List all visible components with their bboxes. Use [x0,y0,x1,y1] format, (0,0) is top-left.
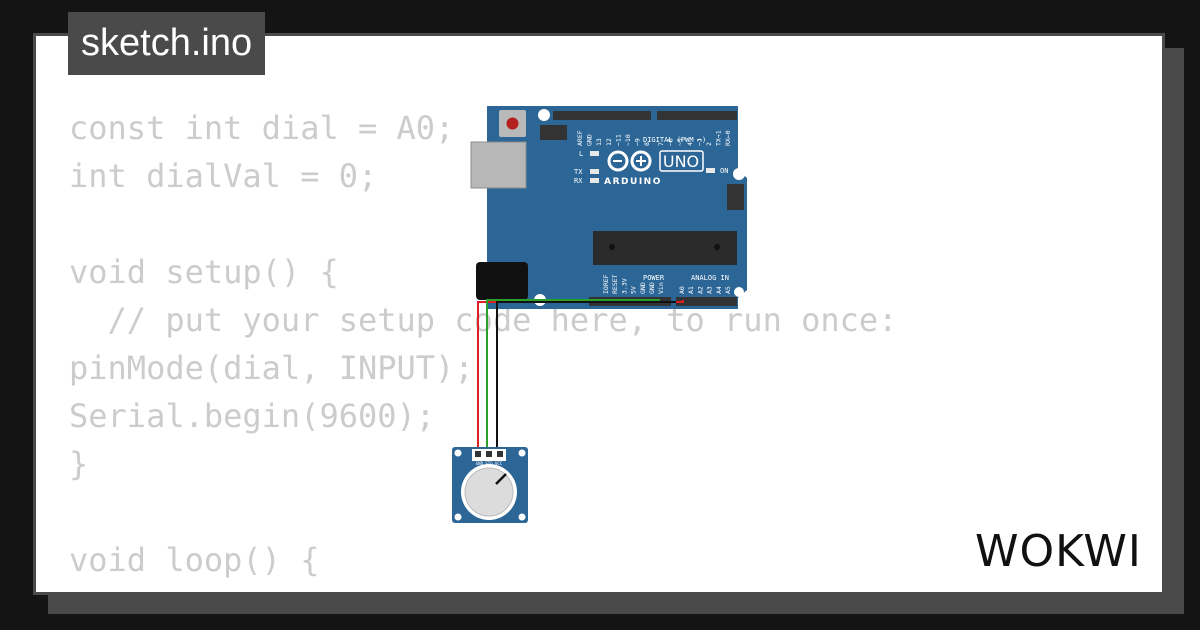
wire-ground[interactable] [496,301,676,455]
mounting-hole-icon [538,109,550,121]
code-line: } [69,445,89,483]
icsp-header [727,184,744,210]
knob-pointer-icon [495,473,507,485]
potentiometer[interactable]: GND SIG VCC [452,447,528,523]
code-line: int dialVal = 0; [69,157,378,195]
pin-label: ~5 [676,138,684,146]
pin-label: ~10 [624,134,632,146]
pin-icon [497,451,503,457]
pin-label: AREF [576,130,584,146]
pin-label: ~9 [634,138,642,146]
usb-port-icon [470,141,527,189]
mounting-hole-icon [734,287,744,297]
tx-label: TX [574,168,583,176]
microcontroller-chip [593,231,737,265]
wire-vcc[interactable] [477,300,684,455]
pin-label: 12 [605,138,613,146]
pin-label: 13 [595,138,603,146]
pin-label: Vin [657,282,665,294]
pin-label: A3 [706,286,714,294]
led-rx-icon [590,178,599,183]
pin-icon [486,451,492,457]
icsp-header [540,125,567,140]
mounting-hole-icon [733,168,745,180]
pin-label: A0 [678,286,686,294]
mounting-hole-icon [454,513,462,521]
pin-icon [475,451,481,457]
pin-label: A4 [715,286,723,294]
pin-label: TX→1 [715,130,723,146]
led-l-icon [590,151,599,156]
digital-label: DIGITAL (PWM ~) [643,136,706,144]
pin-label: A1 [687,286,695,294]
brand-label: ARDUINO [604,177,662,187]
pin-label: IOREF [602,274,610,294]
pin-label: ~6 [667,138,675,146]
code-line: // put your setup code here, to run once… [69,301,898,339]
pin-label: 3.3V [620,278,628,294]
pin-label: GND [639,282,647,294]
digital-header [553,111,651,120]
led-on-icon [706,168,715,173]
code-line: Serial.begin(9600); [69,397,436,435]
arduino-infinity-icon [607,150,652,172]
model-label: UNO [663,152,699,171]
l-label: L [579,150,583,158]
on-label: ON [720,167,728,175]
pin-label: 7 [657,142,665,146]
chip-notch-icon [714,244,720,250]
wires [477,299,684,455]
code-line: pinMode(dial, INPUT); [69,349,474,387]
reset-button-icon [506,117,519,130]
pin-label: 8 [643,142,651,146]
sketch-filename-tab: sketch.ino [68,12,266,75]
code-line: void setup() { [69,253,339,291]
code-line: void loop() { [69,541,320,579]
mounting-hole-icon [518,513,526,521]
power-jack-icon [476,262,528,300]
pin-label: 5V [630,286,638,294]
wire-signal[interactable] [486,299,660,455]
mounting-hole-icon [518,449,526,457]
code-line: const int dial = A0; [69,109,455,147]
pin-label: GND [586,134,594,146]
code-listing: const int dial = A0; int dialVal = 0; void… [69,104,994,592]
model-box [659,150,704,172]
pin-label: ~11 [614,134,622,146]
led-tx-icon [590,169,599,174]
mounting-hole-icon [454,449,462,457]
pin-label: 4 [686,142,694,146]
digital-header [657,111,737,120]
power-label: POWER [643,274,665,282]
code-line: // put your main code here, to run repea… [69,584,994,592]
pin-label: GND [648,282,656,294]
pin-label: 2 [705,142,713,146]
pin-label: A5 [724,286,732,294]
pin-label: A2 [696,286,704,294]
wokwi-logo: WOKWI [975,526,1142,577]
rx-label: RX [574,177,583,185]
analog-label: ANALOG IN [691,274,729,282]
pin-label: RESET [611,274,619,294]
chip-notch-icon [609,244,615,250]
arduino-uno-board[interactable]: UNO ARDUINO DIGITAL (PWM ~) POWER ANALOG… [470,106,747,309]
pin-labels: GND SIG VCC [476,461,503,466]
analog-header [676,297,737,306]
pin-label: RX←0 [724,130,732,146]
pin-label: ~3 [695,138,703,146]
